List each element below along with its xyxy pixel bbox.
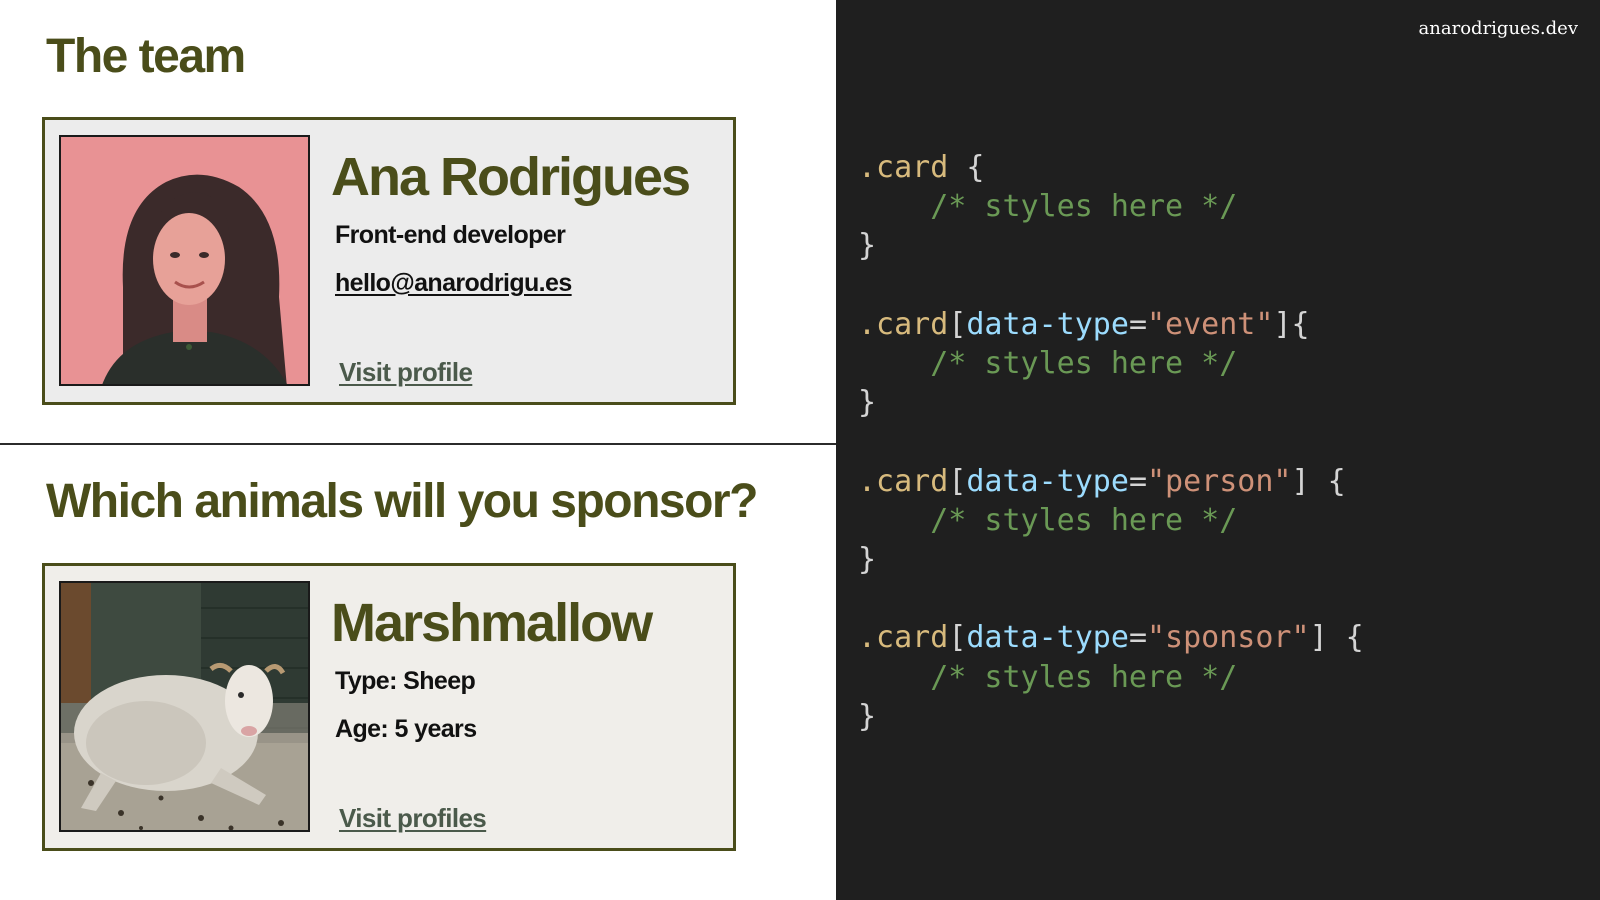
code-comment: /* styles here */ (930, 189, 1238, 225)
code-open-brace: ]{ (1273, 306, 1310, 342)
code-close-brace: } (858, 385, 877, 421)
code-close-brace: } (858, 698, 877, 734)
person-card: Ana Rodrigues Front-end developer hello@… (42, 117, 736, 405)
code-comment: /* styles here */ (930, 659, 1238, 695)
code-attribute: data-type (966, 620, 1129, 656)
animals-heading: Which animals will you sponsor? (46, 475, 758, 528)
code-block-person: .card[data-type="person"] { /* styles he… (858, 463, 1346, 578)
slide-left-panel: The team Ana Rodrigues Front-end develop… (0, 30, 836, 851)
visit-profiles-link[interactable]: Visit profiles (339, 803, 487, 833)
site-brand: anarodrigues.dev (1418, 18, 1578, 39)
animal-type: Type: Sheep (335, 667, 476, 695)
code-close-brace: } (858, 542, 877, 578)
code-attribute: data-type (966, 306, 1129, 342)
code-comment: /* styles here */ (930, 346, 1238, 382)
code-close-brace: } (858, 228, 877, 264)
animal-card: Marshmallow Type: Sheep Age: 5 years Vis… (42, 563, 736, 851)
code-selector: .card (858, 463, 949, 499)
sheep-photo (59, 581, 310, 832)
code-block-event: .card[data-type="event"]{ /* styles here… (858, 306, 1310, 421)
person-email[interactable]: hello@anarodrigu.es (335, 269, 572, 297)
code-attribute: data-type (966, 463, 1129, 499)
code-panel: anarodrigues.dev (836, 0, 1600, 900)
code-string: "event" (1147, 306, 1274, 342)
section-divider (0, 443, 836, 445)
code-string: "person" (1147, 463, 1292, 499)
animal-name: Marshmallow (331, 593, 653, 653)
portrait-photo (59, 135, 310, 386)
code-selector: .card (858, 306, 949, 342)
code-open-brace: ] { (1309, 620, 1364, 656)
animal-age: Age: 5 years (335, 715, 477, 743)
visit-profile-link[interactable]: Visit profile (339, 357, 473, 387)
person-name: Ana Rodrigues (331, 147, 691, 207)
code-open-brace: ] { (1291, 463, 1346, 499)
code-comment: /* styles here */ (930, 502, 1238, 538)
code-block-card: .card { /* styles here */ } (858, 150, 1237, 263)
code-selector: .card (858, 150, 949, 185)
code-string: "sponsor" (1147, 620, 1310, 656)
person-role: Front-end developer (335, 221, 566, 249)
code-block-sponsor: .card[data-type="sponsor"] { /* styles h… (858, 620, 1364, 734)
css-code-block: .card { /* styles here */ } .card[data-t… (858, 148, 1364, 736)
team-heading: The team (46, 30, 246, 83)
code-selector: .card (858, 620, 949, 656)
code-open-brace: { (948, 150, 985, 185)
